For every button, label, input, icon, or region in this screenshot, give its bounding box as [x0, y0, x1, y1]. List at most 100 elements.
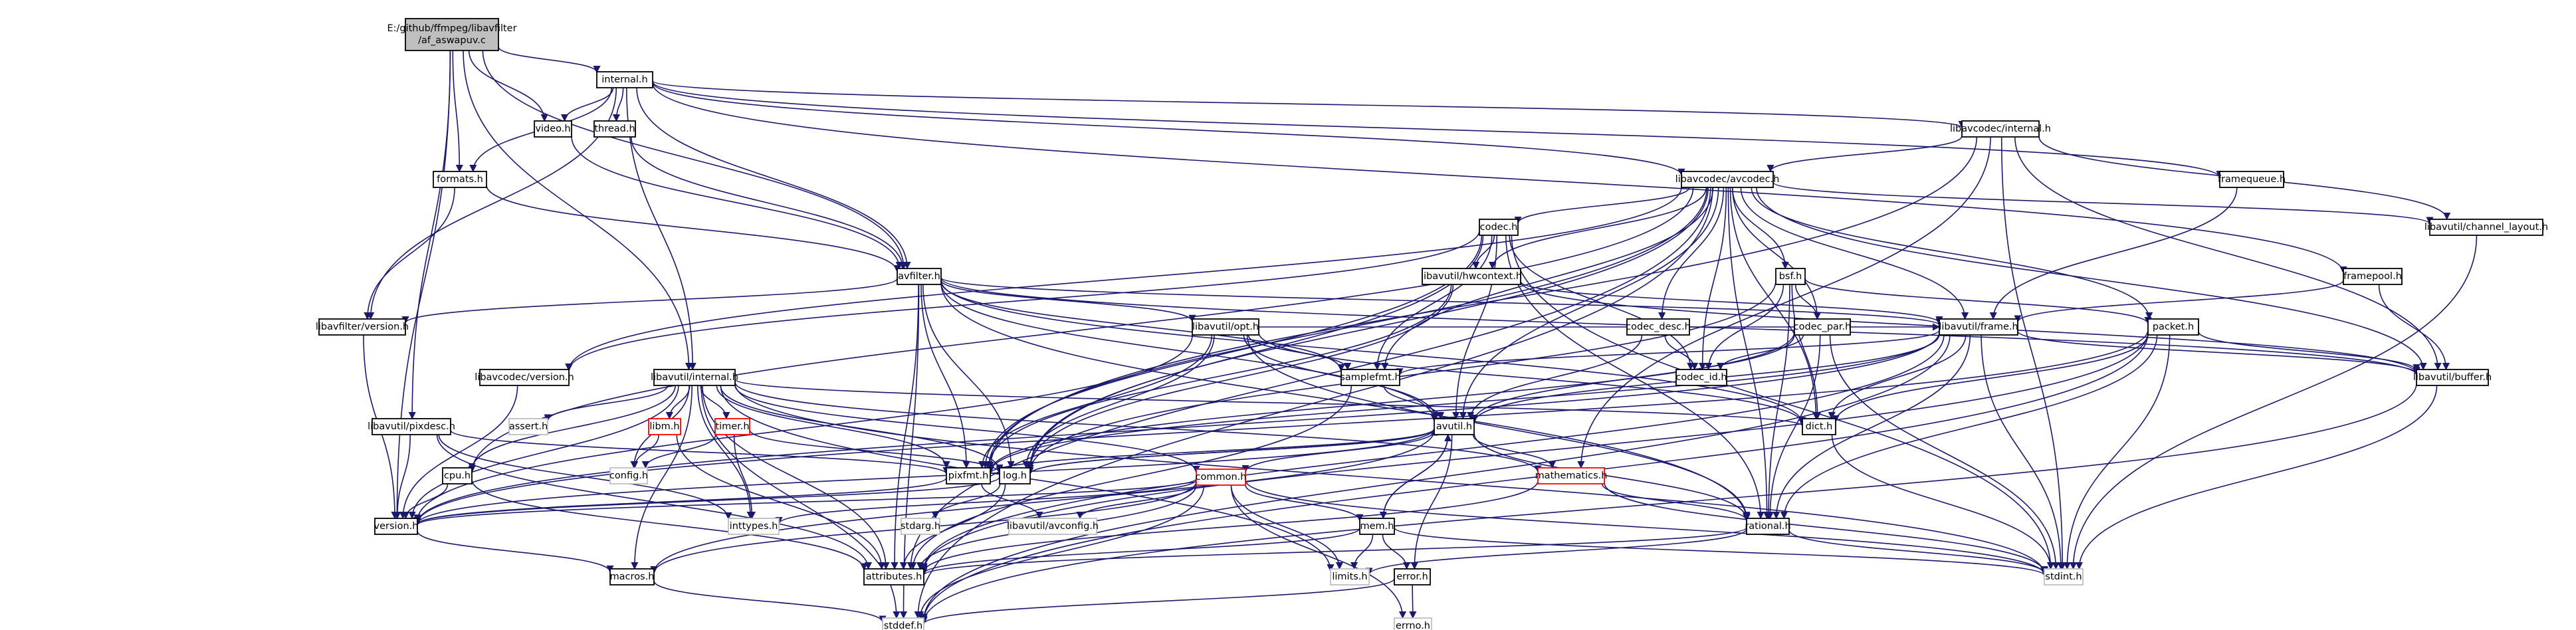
- node-cpu[interactable]: cpu.h: [442, 467, 473, 484]
- edge-lavinternal-to-mathematics: [734, 381, 1542, 473]
- node-box-pixdesc: [372, 418, 451, 435]
- edge-root-to-formats: [452, 50, 463, 173]
- edge-codecpar-to-rational: [1766, 334, 1821, 520]
- edge-pixdesc-to-pixfmt: [450, 429, 950, 475]
- edge-avcodec-to-hwcontext: [1489, 187, 1707, 270]
- node-codecdesc[interactable]: codec_desc.h: [1626, 318, 1691, 336]
- dependency-edges: [363, 46, 2478, 625]
- edge-hwcontext-to-log: [1026, 284, 1454, 471]
- node-opt[interactable]: libavutil/opt.h: [1192, 318, 1259, 336]
- node-root[interactable]: E:/github/ffmpeg/libavfilter/af_aswapuv.…: [387, 18, 517, 51]
- node-box-stdarg: [901, 518, 940, 535]
- node-samplefmt[interactable]: samplefmt.h: [1340, 369, 1401, 386]
- edge-mathematics-to-attributes: [920, 480, 1539, 574]
- node-box-bsf: [1775, 268, 1806, 285]
- node-box-attributes: [863, 568, 924, 585]
- edge-lavframe-to-dict: [1828, 334, 1967, 420]
- node-box-codecid: [1675, 369, 1727, 386]
- node-box-avcodec: [1681, 171, 1774, 188]
- edge-common-to-stdint: [1245, 480, 2048, 576]
- edge-avcodec-to-bsf: [1732, 187, 1789, 270]
- edge-framequeue-to-lavframe: [1989, 187, 2238, 320]
- node-box-framequeue: [2219, 171, 2284, 188]
- node-lacversion[interactable]: libavcodec/version.h: [475, 369, 574, 386]
- node-hwcontext[interactable]: libavutil/hwcontext.h: [1421, 268, 1522, 285]
- node-attributes[interactable]: attributes.h: [863, 568, 924, 585]
- node-label-dict: dict.h: [1806, 421, 1833, 432]
- node-box-video: [534, 120, 572, 138]
- node-buffer[interactable]: libavutil/buffer.h: [2413, 369, 2492, 386]
- node-lcinternal[interactable]: libavcodec/internal.h: [1950, 120, 2051, 138]
- node-box-lafversion: [318, 318, 406, 336]
- edge-version-to-macros: [417, 530, 614, 574]
- node-avcodec[interactable]: libavcodec/avcodec.h: [1675, 171, 1780, 188]
- node-video[interactable]: video.h: [534, 120, 572, 138]
- node-lavframe[interactable]: libavutil/frame.h: [1939, 318, 2018, 336]
- node-timer[interactable]: timer.h: [714, 418, 750, 435]
- node-framepool[interactable]: framepool.h: [2343, 268, 2403, 285]
- edge-lavinternal-to-assert: [544, 385, 669, 422]
- node-label-pixfmt: pixfmt.h: [948, 471, 989, 481]
- edge-rational-to-stdint: [1788, 530, 2048, 575]
- edge-pixfmt-to-avconfig: [981, 483, 1043, 520]
- node-label-framequeue: framequeue.h: [2218, 174, 2286, 185]
- edge-formats-to-avfilter: [486, 185, 901, 273]
- node-log[interactable]: log.h: [999, 467, 1031, 484]
- node-chlayout[interactable]: libavutil/channel_layout.h: [2424, 219, 2548, 236]
- edge-cpu-to-attributes: [471, 479, 868, 571]
- node-bsf[interactable]: bsf.h: [1775, 268, 1806, 285]
- node-avutil[interactable]: avutil.h: [1434, 418, 1475, 435]
- node-formats[interactable]: formats.h: [433, 171, 487, 188]
- node-box-errno: [1394, 617, 1432, 630]
- node-dict[interactable]: dict.h: [1802, 418, 1836, 435]
- edge-root-to-version: [393, 50, 451, 520]
- edge-log-to-stdarg: [931, 483, 1001, 520]
- edge-video-to-avfilter: [571, 136, 903, 270]
- edge-lavinternal-to-stdint: [734, 383, 2048, 575]
- edge-opt-to-rational: [1246, 334, 1751, 520]
- edge-rational-to-attributes: [920, 527, 1747, 576]
- edge-codecdesc-to-avutil: [1467, 334, 1643, 420]
- node-label-pixdesc: libavutil/pixdesc.h: [368, 421, 455, 432]
- node-box-framepool: [2343, 268, 2403, 285]
- node-packet[interactable]: packet.h: [2147, 318, 2199, 336]
- node-mathematics[interactable]: mathematics.h: [1535, 467, 1608, 484]
- node-box-version: [374, 518, 418, 535]
- node-label-cpu: cpu.h: [444, 471, 471, 481]
- node-box-codec: [1479, 219, 1519, 236]
- node-box-macros: [609, 568, 655, 585]
- node-codec[interactable]: codec.h: [1479, 219, 1519, 236]
- node-avfilter[interactable]: avfilter.h: [897, 268, 942, 285]
- node-common[interactable]: common.h: [1196, 469, 1247, 486]
- edge-avcodec-to-codecpar: [1731, 187, 1821, 320]
- edge-avcodec-to-rational: [1727, 187, 1771, 520]
- node-internal[interactable]: internal.h: [596, 71, 653, 88]
- node-box-rational: [1746, 518, 1790, 535]
- node-label-common: common.h: [1196, 472, 1247, 482]
- node-lavinternal[interactable]: libavutil/internal.h: [651, 369, 738, 386]
- edge-opt-to-avutil: [1243, 334, 1440, 420]
- node-rational[interactable]: rational.h: [1745, 518, 1791, 535]
- node-framequeue[interactable]: framequeue.h: [2218, 171, 2286, 188]
- node-mem[interactable]: mem.h: [1359, 518, 1395, 535]
- node-error[interactable]: error.h: [1394, 568, 1431, 585]
- node-codecpar[interactable]: codec_par.h: [1794, 318, 1852, 336]
- node-box-stdint: [2044, 568, 2084, 585]
- node-thread[interactable]: thread.h: [593, 120, 636, 138]
- edge-codecdesc-to-codecid: [1664, 334, 1699, 371]
- node-codecid[interactable]: codec_id.h: [1675, 369, 1727, 386]
- node-config: config.h: [609, 467, 648, 484]
- edge-internal-to-video: [560, 87, 614, 122]
- edge-internal-to-lafversion: [367, 87, 617, 320]
- edge-libm-to-config: [631, 434, 659, 469]
- node-box-lavframe: [1939, 318, 2018, 336]
- node-label-error: error.h: [1396, 572, 1428, 582]
- node-version[interactable]: version.h: [374, 518, 419, 535]
- edge-avfilter-to-avutil: [940, 282, 1438, 422]
- node-pixfmt[interactable]: pixfmt.h: [946, 467, 991, 484]
- node-lafversion[interactable]: libavfilter/version.h: [316, 318, 409, 336]
- node-macros[interactable]: macros.h: [609, 568, 655, 585]
- node-libm[interactable]: libm.h: [648, 418, 681, 435]
- node-pixdesc[interactable]: libavutil/pixdesc.h: [368, 418, 455, 435]
- edge-lavframe-to-stddef: [920, 334, 1951, 621]
